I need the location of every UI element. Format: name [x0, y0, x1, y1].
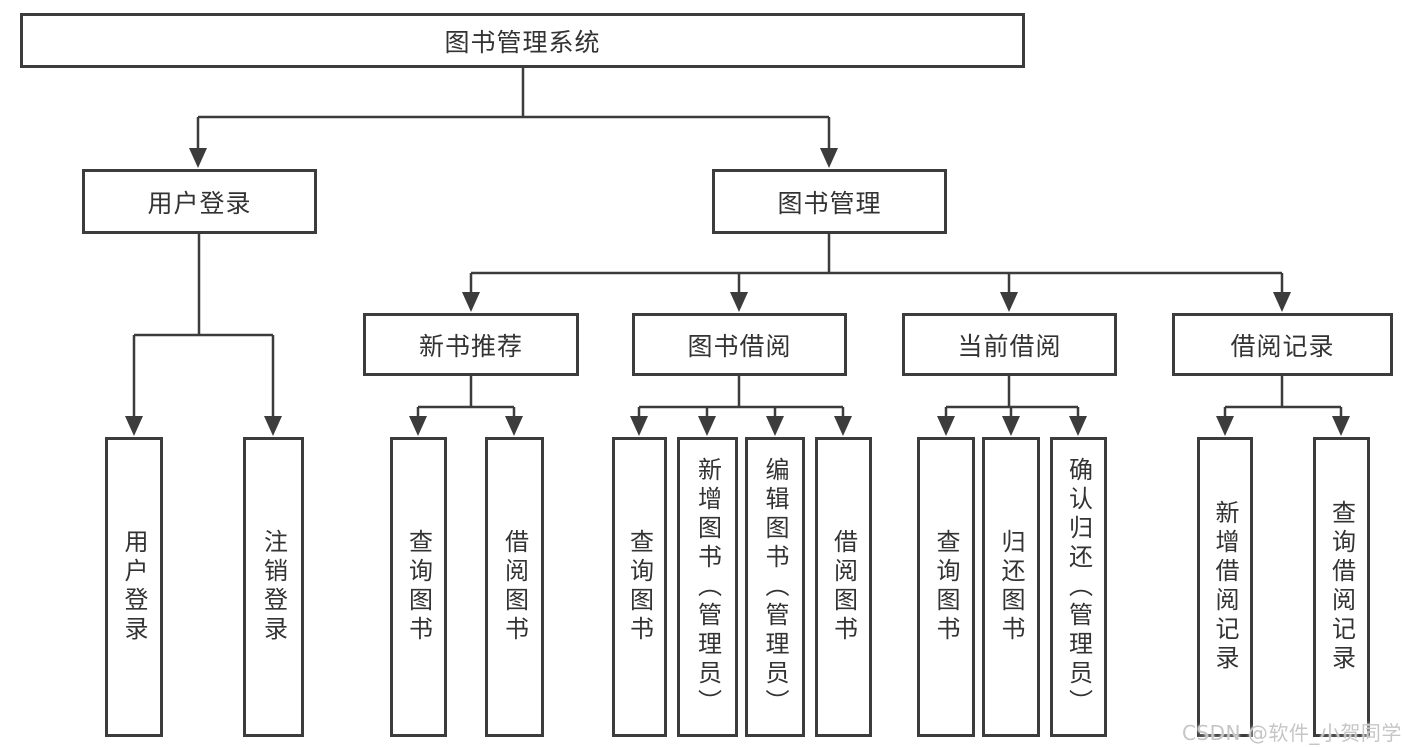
leaf-user-login: 用户登录 [105, 437, 163, 737]
leaf-user-login-label: 用户登录 [120, 529, 148, 645]
leaf-query-books-current-label: 查询图书 [932, 529, 960, 645]
arrowhead-icon [409, 416, 427, 436]
connector-user-login-to-leaves [132, 234, 275, 418]
arrowhead-icon [834, 416, 852, 436]
node-book-borrow: 图书借阅 [632, 313, 847, 376]
connector-new-books-to-leaves [416, 376, 516, 419]
leaf-add-borrow-record-label: 新增借阅记录 [1211, 500, 1239, 674]
leaf-confirm-return-admin: 确认归还（管理员） [1050, 437, 1107, 737]
leaf-query-books-newbooks: 查询图书 [390, 437, 447, 737]
connector-book-management-to-level3 [469, 234, 1284, 294]
node-root-label: 图书管理系统 [444, 27, 601, 57]
connector-book-borrow-to-leaves [637, 376, 845, 419]
node-book-management: 图书管理 [712, 169, 947, 234]
node-borrow-records: 借阅记录 [1172, 313, 1393, 376]
leaf-logout-label: 注销登录 [259, 529, 288, 645]
arrowhead-icon [730, 292, 748, 312]
arrowhead-icon [1000, 292, 1018, 312]
arrowhead-icon [630, 416, 648, 436]
leaf-query-books-newbooks-label: 查询图书 [404, 529, 433, 645]
arrowhead-icon [1002, 416, 1020, 436]
leaf-return-books-label: 归还图书 [997, 529, 1025, 645]
node-borrow-records-label: 借阅记录 [1230, 331, 1335, 361]
arrowhead-icon [125, 416, 143, 436]
node-root: 图书管理系统 [20, 13, 1025, 68]
arrowhead-icon [1216, 416, 1234, 436]
connector-root-to-level2 [196, 68, 831, 150]
node-current-borrow-label: 当前借阅 [957, 331, 1062, 361]
leaf-add-books-admin: 新增图书（管理员） [677, 437, 738, 737]
leaf-edit-books-admin-label: 编辑图书（管理员） [761, 456, 789, 718]
leaf-query-books-borrow: 查询图书 [612, 437, 667, 737]
leaf-query-books-current: 查询图书 [917, 437, 975, 737]
arrowhead-icon [264, 416, 282, 436]
leaf-borrow-books: 借阅图书 [815, 437, 872, 737]
leaf-logout: 注销登录 [243, 437, 304, 737]
arrowhead-icon [505, 416, 523, 436]
leaf-query-borrow-record: 查询借阅记录 [1313, 437, 1370, 737]
csdn-watermark: CSDN @软件_小贺同学 [1182, 721, 1402, 745]
arrowhead-icon [189, 148, 207, 168]
node-user-login-label: 用户登录 [147, 188, 252, 218]
arrowhead-icon [1069, 416, 1087, 436]
leaf-confirm-return-admin-label: 确认归还（管理员） [1064, 456, 1093, 718]
connector-borrow-records-to-leaves [1223, 376, 1343, 419]
leaf-borrow-books-newbooks-label: 借阅图书 [500, 529, 529, 645]
arrowhead-icon [766, 416, 784, 436]
leaf-edit-books-admin: 编辑图书（管理员） [745, 437, 805, 737]
arrowhead-icons [125, 148, 1350, 436]
arrowhead-icon [1273, 292, 1291, 312]
leaf-query-borrow-record-label: 查询借阅记录 [1327, 500, 1356, 674]
node-current-borrow: 当前借阅 [902, 313, 1117, 376]
leaf-return-books: 归还图书 [982, 437, 1040, 737]
arrowhead-icon [698, 416, 716, 436]
leaf-add-books-admin-label: 新增图书（管理员） [693, 456, 722, 718]
node-new-book-recommend: 新书推荐 [363, 313, 579, 376]
leaf-query-books-borrow-label: 查询图书 [625, 529, 654, 645]
arrowhead-icon [937, 416, 955, 436]
arrowhead-icon [462, 292, 480, 312]
connector-current-borrow-to-leaves [944, 376, 1080, 419]
node-book-management-label: 图书管理 [777, 188, 882, 218]
arrowhead-icon [1332, 416, 1350, 436]
node-book-borrow-label: 图书借阅 [687, 331, 792, 361]
leaf-borrow-books-label: 借阅图书 [829, 529, 858, 645]
leaf-borrow-books-newbooks: 借阅图书 [485, 437, 544, 737]
arrowhead-icon [820, 148, 838, 168]
leaf-add-borrow-record: 新增借阅记录 [1197, 437, 1253, 737]
node-user-login: 用户登录 [82, 169, 317, 234]
node-new-book-recommend-label: 新书推荐 [418, 331, 523, 361]
